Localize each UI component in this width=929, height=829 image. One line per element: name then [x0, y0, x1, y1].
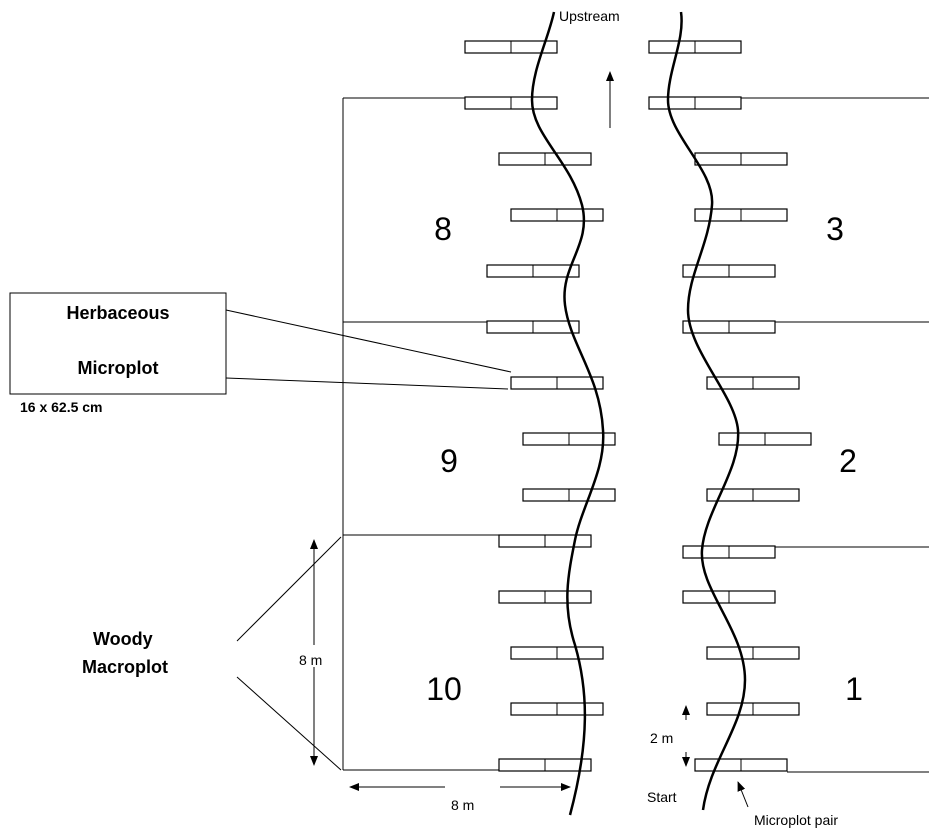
microplot-pairs-right: [648, 40, 812, 772]
upstream-label: Upstream: [559, 8, 620, 24]
microplot-pair: [510, 646, 604, 660]
spacing-2m-label: 2 m: [650, 730, 673, 746]
microplot-pair: [522, 432, 616, 446]
woody-callout-lines: [236, 536, 342, 771]
microplot-pair: [706, 646, 800, 660]
plot-number: 10: [426, 671, 462, 707]
plot-number: 1: [845, 671, 863, 707]
microplot-pair: [694, 152, 788, 166]
microplot-pair: [682, 590, 776, 604]
woody-label: Woody: [93, 629, 153, 649]
herbaceous-callout-lines: [225, 309, 512, 390]
microplot-pair: [706, 488, 800, 502]
microplot-pair: [682, 545, 776, 559]
macroplot-label: Macroplot: [82, 657, 168, 677]
plot-number: 8: [434, 211, 452, 247]
microplot-pair: [718, 432, 812, 446]
microplot-pair: [486, 264, 580, 278]
microplot-label: Microplot: [78, 358, 159, 378]
microplot-pair: [510, 702, 604, 716]
microplot-pair: [682, 320, 776, 334]
microplot-pair: [510, 376, 604, 390]
start-label: Start: [647, 789, 677, 805]
microplot-pair: [648, 40, 742, 54]
microplot-pair: [694, 208, 788, 222]
microplot-pair: [648, 96, 742, 110]
microplot-pair: [486, 320, 580, 334]
microplot-pair: [464, 40, 558, 54]
macroplot-width-label: 8 m: [451, 797, 474, 813]
microplot-size-label: 16 x 62.5 cm: [20, 399, 103, 415]
plot-number: 2: [839, 443, 857, 479]
microplot-pairs-left: [464, 40, 616, 772]
microplot-pair: [694, 758, 788, 772]
microplot-pair-pointer: [737, 781, 749, 808]
plot-number: 3: [826, 211, 844, 247]
right-stream-bank: [666, 11, 747, 811]
microplot-pair: [706, 702, 800, 716]
dimension-arrows: [310, 539, 749, 808]
plot-number: 9: [440, 443, 458, 479]
left-stream-bank: [530, 11, 605, 816]
microplot-pair: [522, 488, 616, 502]
microplot-pair: [510, 208, 604, 222]
microplot-pair: [498, 152, 592, 166]
herbaceous-label: Herbaceous: [66, 303, 169, 323]
microplot-pair: [498, 758, 592, 772]
microplot-pair: [706, 376, 800, 390]
microplot-pair: [682, 264, 776, 278]
herbaceous-label-box: [9, 292, 227, 395]
macroplot-height-label: 8 m: [299, 652, 322, 668]
microplot-pair-label: Microplot pair: [754, 812, 838, 828]
microplot-pair: [464, 96, 558, 110]
microplot-pair: [498, 534, 592, 548]
microplot-pair: [498, 590, 592, 604]
